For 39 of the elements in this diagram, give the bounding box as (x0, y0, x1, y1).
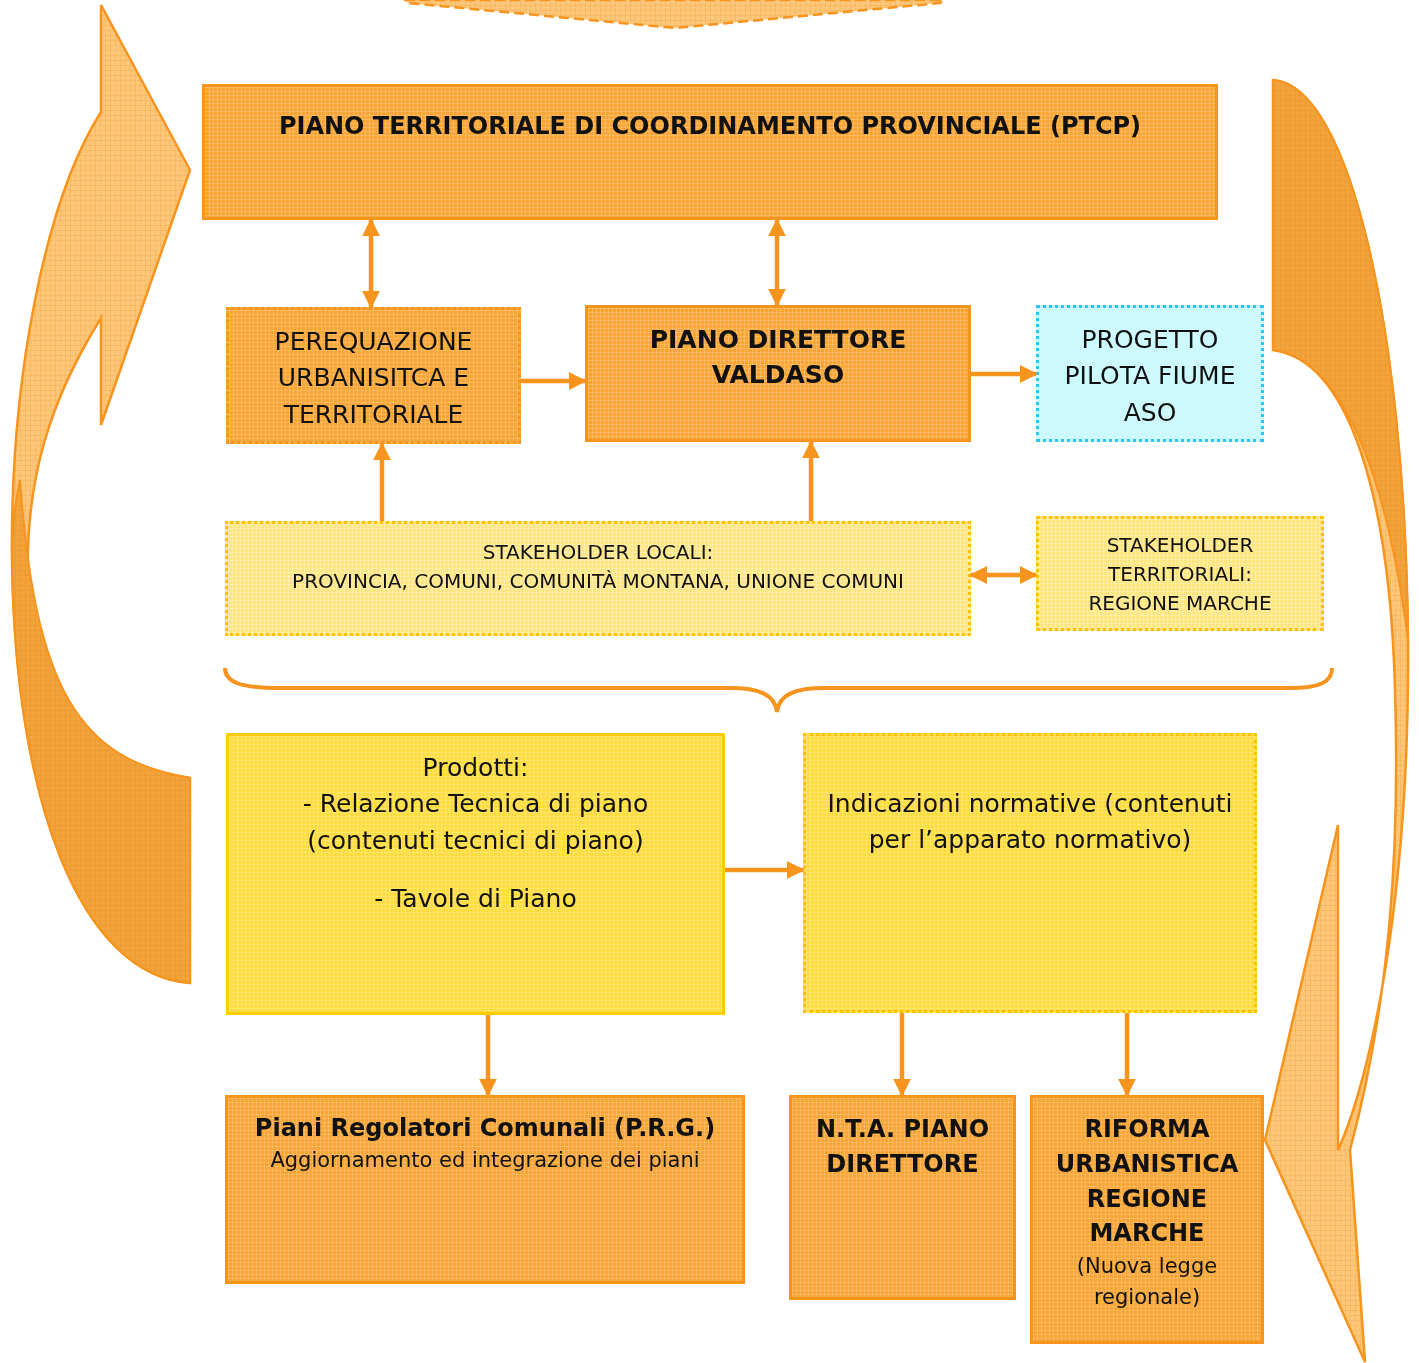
box-title: PROGETTO PILOTA FIUME ASO (1063, 324, 1237, 429)
process-box (225, 1095, 745, 1284)
box-title: RIFORMA URBANISTICA REGIONE MARCHE (1054, 1114, 1240, 1250)
arrow (725, 861, 805, 879)
box-title: Piani Regolatori Comunali (P.R.G.) (254, 1113, 716, 1144)
stakeholder-box (225, 521, 971, 636)
arrow (362, 218, 380, 309)
stakeholder-box (1036, 516, 1324, 631)
box-title: PIANO TERRITORIALE DI COORDINAMENTO PROVINCIALE (PTCP) (278, 111, 1142, 142)
box-title: STAKEHOLDER TERRITORIALI: (1105, 532, 1255, 588)
box-title: N.T.A. PIANO DIRETTORE (814, 1114, 991, 1180)
process-box (803, 733, 1257, 1013)
process-box (226, 733, 725, 1015)
box-text: PROVINCIA, COMUNI, COMUNITÀ MONTANA, UNIONE COMUNI (292, 568, 904, 595)
arrow (1118, 1013, 1136, 1097)
box-title: Indicazioni normative (contenuti per l’apparato normativo) (826, 788, 1234, 857)
process-box (202, 84, 1218, 220)
box-text: (Nuova legge regionale) (1075, 1253, 1219, 1311)
arrow (373, 442, 391, 521)
project-box (1036, 305, 1264, 442)
process-box (1030, 1095, 1264, 1344)
box-title: PEREQUAZIONE URBANISITCA E TERRITORIALE (273, 326, 474, 431)
box-text: - Tavole di Piano (374, 882, 577, 915)
arrow (479, 1015, 497, 1097)
process-box (789, 1095, 1016, 1300)
arrow (802, 440, 820, 521)
box-title: STAKEHOLDER LOCALI: (482, 539, 714, 566)
box-title: Prodotti: (422, 752, 529, 784)
arrow (893, 1013, 911, 1097)
box-text: REGIONE MARCHE (1088, 590, 1272, 617)
arrow (971, 365, 1038, 383)
arrow (969, 566, 1038, 584)
process-box (585, 305, 971, 442)
box-title: PIANO DIRETTORE VALDASO (648, 324, 908, 391)
box-text: Aggiornamento ed integrazione dei piani (270, 1146, 700, 1174)
process-box (226, 307, 521, 444)
arrow (768, 218, 786, 307)
arrow (521, 372, 587, 390)
box-text: - Relazione Tecnica di piano (contenuti tecnici di piano) (301, 788, 650, 857)
